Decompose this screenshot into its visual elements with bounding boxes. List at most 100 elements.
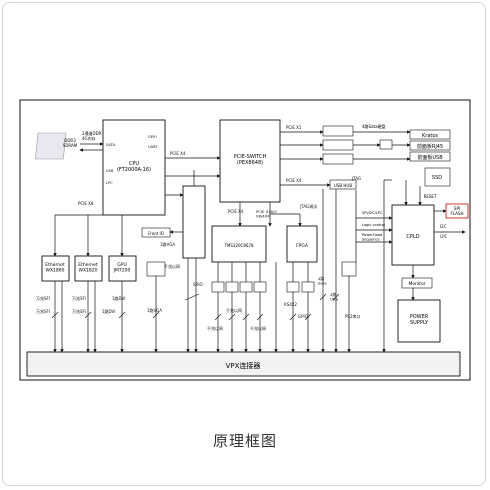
pcie-switch-block bbox=[219, 119, 281, 203]
serial-out-label: PS2串口 bbox=[345, 313, 361, 319]
eth2-block bbox=[74, 255, 103, 282]
vpx-connector bbox=[26, 351, 461, 377]
reset-label: RESET bbox=[424, 194, 437, 199]
text-line: SPI bbox=[454, 206, 460, 211]
fpga-block bbox=[286, 225, 318, 263]
ssd-block bbox=[424, 167, 451, 187]
cpu-gpio-port: GPIO bbox=[148, 135, 157, 139]
cpu-port-labels: SATA USB LPC GPIO UART bbox=[106, 135, 158, 185]
vga-b-label: 1路VGA bbox=[160, 241, 175, 247]
text-line: 4G内存 bbox=[82, 135, 96, 141]
fpga-label: FPGA bbox=[296, 243, 309, 249]
front-io-label: Front IO bbox=[148, 231, 164, 236]
eth1-block bbox=[41, 255, 70, 282]
power-block bbox=[397, 299, 441, 343]
usb-front-label: 前面板USB bbox=[417, 154, 443, 161]
cpu-block bbox=[102, 119, 166, 216]
pcie-switch-label: PCIE-SWITCH(PEX8648) bbox=[234, 154, 267, 166]
jtag-label: JTAG bbox=[351, 176, 361, 181]
text-line: SUPPLY bbox=[410, 320, 429, 326]
cpu-usb-port: USB bbox=[106, 169, 114, 173]
figure-caption: 原理框图 bbox=[212, 432, 277, 450]
text-line: 4路 bbox=[330, 292, 336, 297]
text-line: Sata bbox=[318, 281, 327, 286]
srio-label: SRIO bbox=[193, 282, 203, 287]
text-line: Sequence bbox=[362, 237, 381, 241]
q4-label: 千兆以网 bbox=[250, 325, 266, 331]
gbe-d-label: 万兆SFI bbox=[72, 308, 86, 314]
text-line: PCIE X16/2 bbox=[256, 209, 277, 214]
text-line: PowerGood bbox=[362, 233, 382, 237]
text-line: FLASH bbox=[451, 211, 464, 216]
usb-hub-label: USB HUB bbox=[334, 183, 352, 188]
logic-label: Logic control bbox=[362, 223, 385, 227]
gbe-a-label: 万兆SFI bbox=[36, 295, 50, 301]
text-line: 4路 bbox=[318, 276, 324, 281]
text-line: (PEX8648) bbox=[237, 160, 263, 166]
ssd-label: SSD bbox=[432, 175, 442, 181]
cpu-ddr-port: SATA bbox=[106, 143, 115, 147]
text-line: PCIE-SWITCH bbox=[234, 154, 267, 160]
q1-label: 千兆以网 bbox=[164, 263, 180, 269]
dvi-label: 1路DVI bbox=[112, 295, 125, 301]
text-line: GPU bbox=[117, 262, 127, 268]
text-line: POWER bbox=[410, 314, 429, 320]
usb-front-block bbox=[409, 151, 451, 162]
lpc-out-label: LPC bbox=[440, 234, 448, 239]
sata-block bbox=[322, 125, 354, 137]
gpio-out-label: GPIO bbox=[298, 314, 308, 319]
pcie-x1-label: PCIE X1 bbox=[286, 125, 302, 130]
cpu-lpc-port: LPC bbox=[106, 181, 113, 185]
text-line: CPU bbox=[129, 161, 140, 167]
gbe-c-label: 万兆SFI bbox=[72, 295, 86, 301]
pcie-x4-label: PCIE X4 bbox=[170, 151, 186, 156]
pcie-x8-label: PCIE X8 bbox=[78, 201, 94, 206]
sata-label: 4路Sata硬盘 bbox=[362, 123, 386, 129]
text-line: JM7200 bbox=[113, 267, 131, 273]
kratos-label: Kratos bbox=[422, 133, 438, 139]
text-line: DDR3 bbox=[64, 138, 76, 143]
i2c-label: I2C bbox=[440, 224, 447, 229]
q2-label: 千兆以网 bbox=[207, 325, 223, 331]
bus-labels: PCIE X4 PCIE X1 PCIE X4 PCIE X4 PCIE X16… bbox=[36, 125, 448, 331]
pcie-x4b-label: PCIE X4 bbox=[286, 178, 302, 183]
serial-conv-block bbox=[341, 261, 357, 277]
q3-label: 千兆以网 bbox=[226, 307, 242, 313]
monitor-block bbox=[401, 277, 433, 289]
usb-ctrl-block bbox=[322, 153, 354, 165]
spi-cpld-label: SPI/I2C/LPC bbox=[362, 211, 383, 215]
rs422-label: RS422 bbox=[284, 302, 297, 307]
text-line: Ethernet bbox=[78, 262, 98, 268]
dvi-b-label: 1路DVI bbox=[102, 308, 115, 314]
rj45-label: 前面板RJ45 bbox=[417, 143, 443, 150]
connection-lines bbox=[53, 130, 466, 353]
cpu-uart-port: UART bbox=[148, 145, 158, 149]
kratos-block bbox=[409, 129, 451, 140]
mini-block bbox=[379, 139, 393, 150]
jtag2-label: JTAG调试 bbox=[299, 203, 317, 209]
text-line: WX1860 bbox=[46, 267, 65, 273]
rj45-switch-block bbox=[322, 139, 354, 151]
vga-label: 1路VGA bbox=[147, 307, 162, 313]
text-line: USB bbox=[330, 297, 338, 302]
bridge-block bbox=[182, 185, 206, 259]
dsp-label: TMS320C6678 bbox=[223, 243, 253, 248]
board-frame bbox=[19, 99, 471, 381]
text-line: SDRAM bbox=[63, 143, 78, 148]
pcie-x4c-label: PCIE X4 bbox=[228, 209, 244, 214]
gbe-b-label: 万兆SFI bbox=[36, 308, 50, 314]
text-line: (FT2000A-16) bbox=[117, 167, 151, 173]
phy-boxes bbox=[211, 281, 315, 293]
vga-bridge-block bbox=[146, 261, 166, 277]
